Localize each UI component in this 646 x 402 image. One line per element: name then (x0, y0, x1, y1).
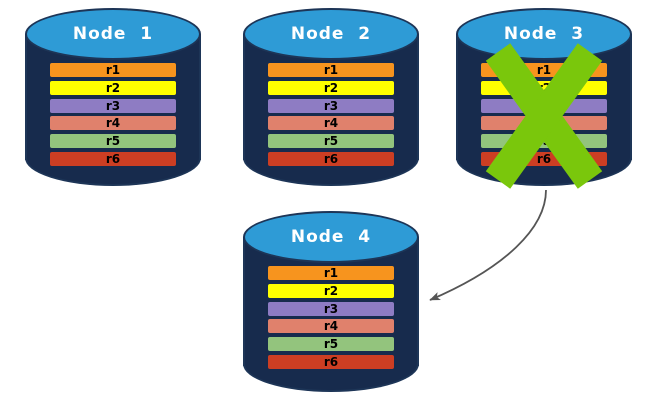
data-row[interactable]: r4 (268, 116, 394, 131)
data-row-label: r1 (323, 266, 339, 280)
data-row-label: r4 (323, 319, 339, 334)
data-row-label: r5 (323, 337, 339, 352)
data-row[interactable]: r3 (268, 301, 394, 316)
data-row-label: r6 (536, 152, 552, 166)
data-row[interactable]: r6 (50, 152, 176, 166)
data-row[interactable]: r5 (268, 337, 394, 352)
data-row-label: r2 (323, 283, 339, 298)
data-row[interactable]: r2 (481, 80, 607, 95)
data-row[interactable]: r6 (268, 152, 394, 166)
data-row-label: r2 (323, 80, 339, 95)
cylinder-top (25, 8, 201, 60)
data-row[interactable]: r1 (481, 63, 607, 77)
data-row-label: r5 (323, 134, 339, 149)
data-row[interactable]: r3 (268, 98, 394, 113)
data-row[interactable]: r2 (50, 80, 176, 95)
data-row-label: r4 (536, 116, 552, 131)
data-row[interactable]: r4 (481, 116, 607, 131)
cylinder-top (243, 211, 419, 263)
data-row-label: r5 (105, 134, 121, 149)
data-row-label: r6 (323, 355, 339, 369)
data-row[interactable]: r2 (268, 80, 394, 95)
data-row-label: r6 (323, 152, 339, 166)
data-row[interactable]: r4 (50, 116, 176, 131)
data-row[interactable]: r1 (50, 63, 176, 77)
data-row[interactable]: r3 (50, 98, 176, 113)
data-row-label: r3 (323, 98, 339, 113)
data-row[interactable]: r2 (268, 283, 394, 298)
data-row[interactable]: r5 (268, 134, 394, 149)
data-row-label: r2 (536, 80, 552, 95)
data-row[interactable]: r6 (481, 152, 607, 166)
data-row-label: r3 (323, 301, 339, 316)
data-row-label: r1 (105, 63, 121, 77)
data-row[interactable]: r5 (481, 134, 607, 149)
data-row-label: r2 (105, 80, 121, 95)
data-row-label: r1 (323, 63, 339, 77)
data-row[interactable]: r1 (268, 266, 394, 280)
data-row[interactable]: r4 (268, 319, 394, 334)
cylinder-top (243, 8, 419, 60)
data-row-label: r3 (536, 98, 552, 113)
data-row[interactable]: r6 (268, 355, 394, 369)
data-row-label: r4 (105, 116, 121, 131)
data-row-label: r4 (323, 116, 339, 131)
data-row-label: r5 (536, 134, 552, 149)
data-row-label: r6 (105, 152, 121, 166)
data-row-label: r3 (105, 98, 121, 113)
data-row[interactable]: r1 (268, 63, 394, 77)
cylinder-top (456, 8, 632, 60)
data-row-label: r1 (536, 63, 552, 77)
data-row[interactable]: r5 (50, 134, 176, 149)
data-row[interactable]: r3 (481, 98, 607, 113)
